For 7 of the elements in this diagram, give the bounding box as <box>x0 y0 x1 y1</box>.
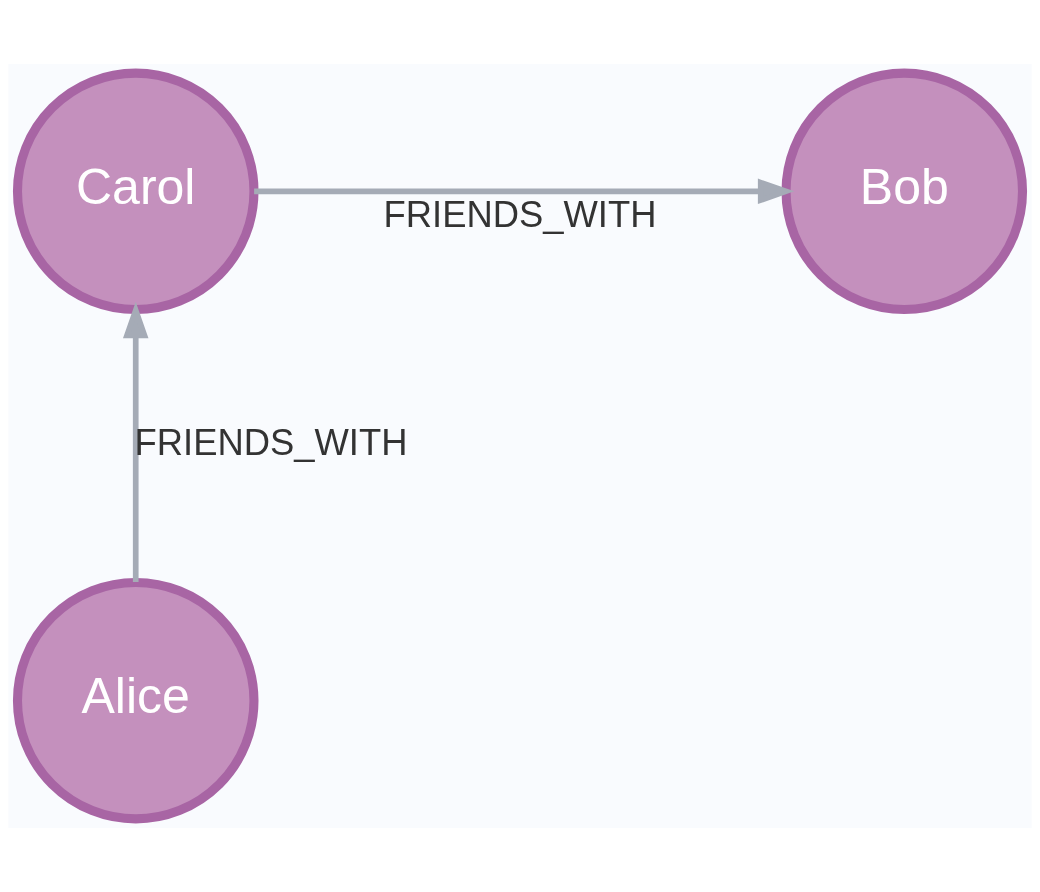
node-circle: Carol <box>12 68 259 315</box>
node-circle: Alice <box>12 577 259 824</box>
edge-label: FRIENDS_WITH <box>383 194 657 236</box>
arrow <box>254 178 795 205</box>
node-circle: Bob <box>781 68 1028 315</box>
arrow <box>122 301 149 582</box>
edge-label: FRIENDS_WITH <box>134 421 408 463</box>
